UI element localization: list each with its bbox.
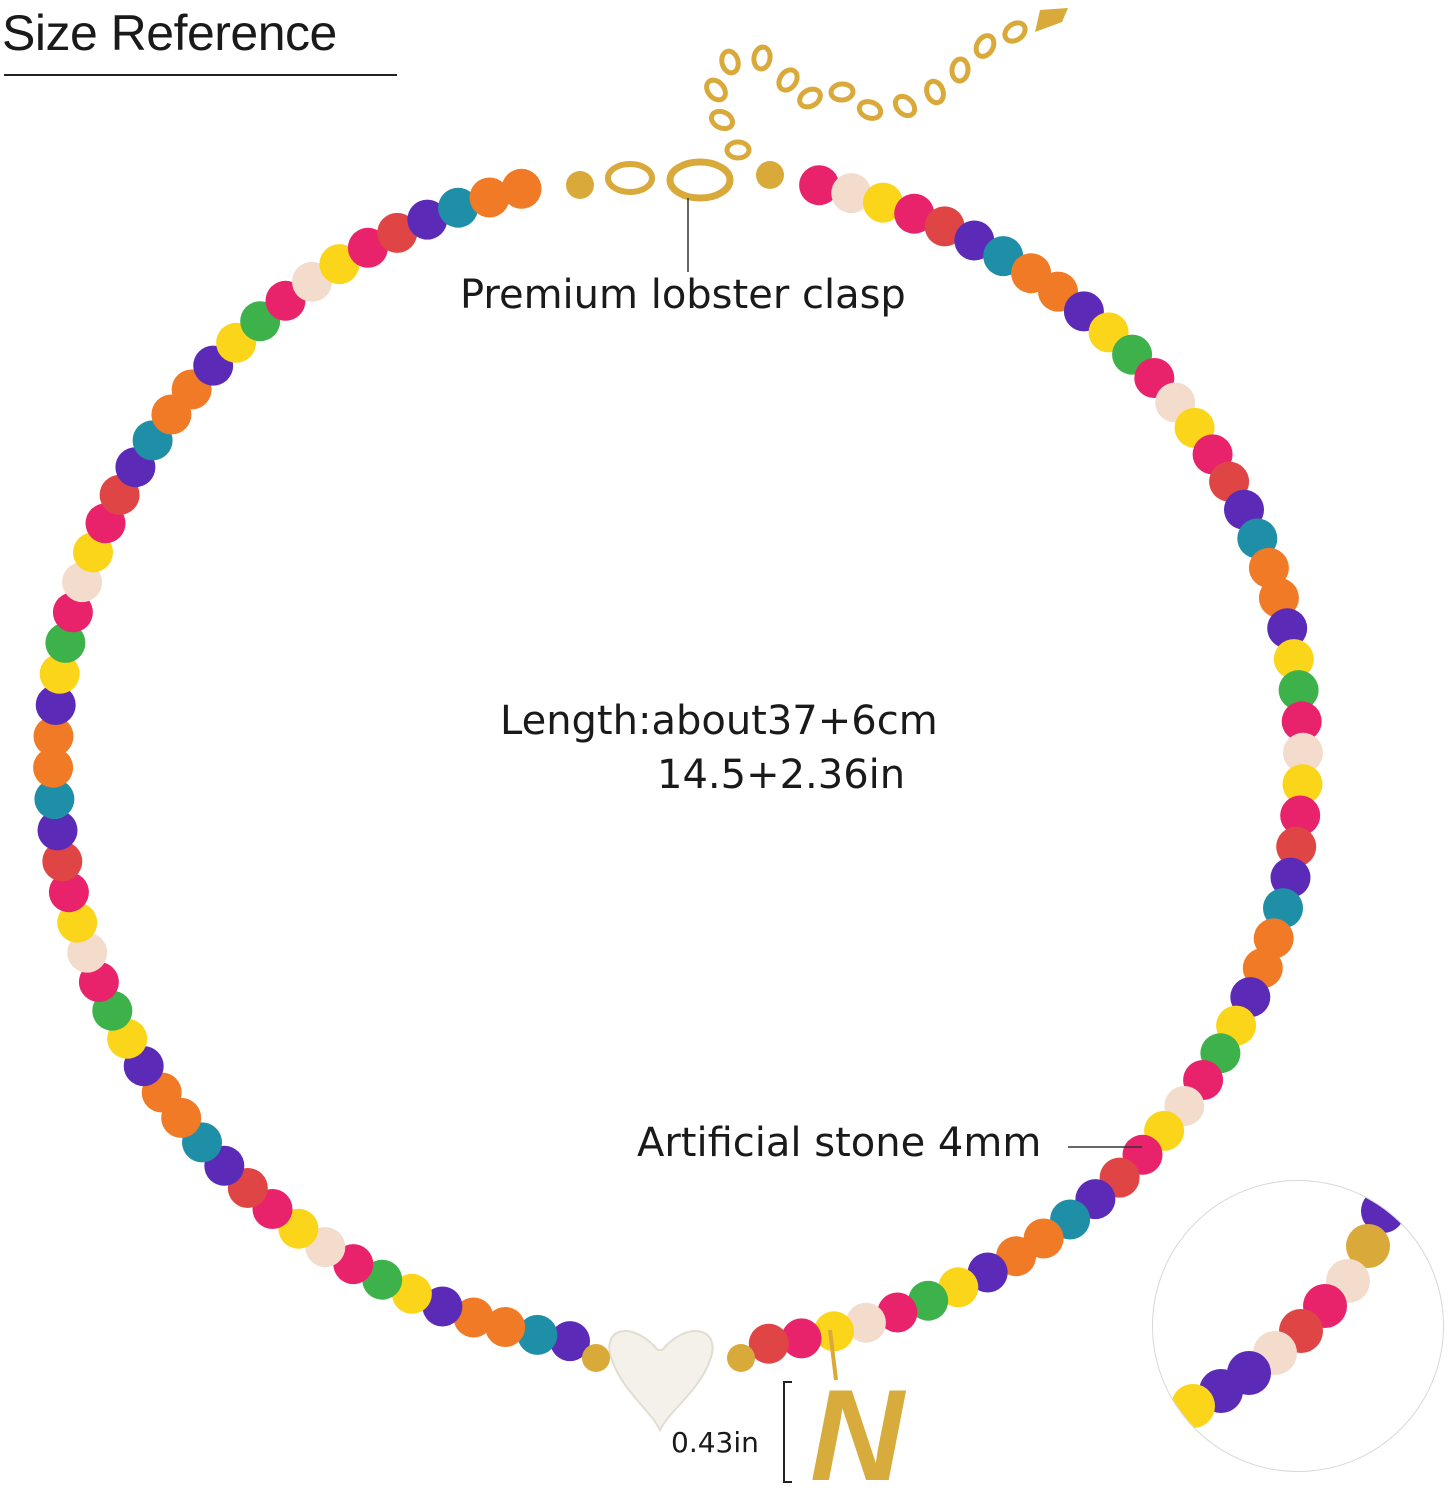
size-reference-heading: Size Reference <box>2 5 337 61</box>
chain-link <box>719 48 741 76</box>
bead <box>1280 795 1321 836</box>
bead <box>908 1280 949 1321</box>
bead <box>799 165 840 206</box>
chain-link <box>704 77 728 103</box>
gold-spacer-left <box>582 1344 610 1372</box>
bead <box>831 173 872 214</box>
bead <box>924 206 965 247</box>
bead <box>938 1267 979 1308</box>
bead <box>1278 670 1319 711</box>
bead <box>1258 577 1299 618</box>
heading-underline <box>4 74 397 76</box>
bead <box>42 841 83 882</box>
bead <box>501 168 542 209</box>
bead-ring <box>33 165 1323 1364</box>
chain-link <box>751 44 773 72</box>
bead <box>1263 888 1303 929</box>
chain-link <box>828 81 856 103</box>
bead <box>469 177 510 218</box>
bead <box>748 1323 789 1364</box>
gold-spacer-right <box>727 1344 755 1372</box>
bead <box>377 212 418 253</box>
bead <box>57 902 98 943</box>
bead <box>1283 732 1323 773</box>
bead <box>35 685 76 725</box>
clasp-label: Premium lobster clasp <box>460 272 906 318</box>
chain-link <box>708 108 736 132</box>
extender-chain <box>704 20 1028 161</box>
bead <box>37 810 78 851</box>
extender-tag <box>1035 8 1068 32</box>
length-in-label: 14.5+2.36in <box>657 752 906 798</box>
chain-link <box>1002 20 1028 44</box>
bead <box>39 653 80 694</box>
bead <box>391 1273 432 1314</box>
bead <box>1276 826 1317 867</box>
bead <box>894 193 935 234</box>
chain-link <box>797 86 823 110</box>
bead <box>863 182 903 223</box>
bead <box>34 779 75 820</box>
size-bracket <box>783 1381 792 1483</box>
bead <box>33 716 74 757</box>
chain-link <box>892 93 918 119</box>
chain-link <box>856 99 884 121</box>
chain-link <box>724 139 752 161</box>
chain-link <box>973 33 997 59</box>
bead <box>550 1321 590 1362</box>
bead <box>1282 764 1323 805</box>
lobster-clasp <box>566 158 784 202</box>
bead <box>438 187 479 228</box>
chain-link <box>949 56 971 84</box>
bead <box>422 1286 463 1327</box>
bead <box>517 1314 558 1355</box>
bead <box>453 1297 494 1338</box>
bead <box>1267 608 1308 649</box>
heart-pendant <box>608 1330 714 1433</box>
bead <box>485 1307 526 1347</box>
chain-link <box>776 67 800 93</box>
bead <box>1270 857 1311 898</box>
bead <box>814 1311 854 1352</box>
closeup-bead <box>1346 1224 1390 1268</box>
bead-closeup-inset <box>1152 1180 1444 1472</box>
chain-link <box>924 78 946 106</box>
bead <box>781 1318 822 1359</box>
bead <box>407 199 448 240</box>
letter-pendant: N <box>810 1362 907 1500</box>
bead <box>877 1292 918 1333</box>
bead <box>45 622 86 663</box>
bead <box>33 747 74 788</box>
bead <box>48 872 89 913</box>
bead <box>1281 701 1322 742</box>
length-cm-label: Length:about37+6cm <box>500 698 938 744</box>
bead <box>1273 639 1314 680</box>
pendant-size-label: 0.43in <box>671 1426 759 1459</box>
bead <box>52 592 93 633</box>
stone-size-label: Artificial stone 4mm <box>637 1120 1042 1166</box>
bead <box>845 1302 886 1343</box>
